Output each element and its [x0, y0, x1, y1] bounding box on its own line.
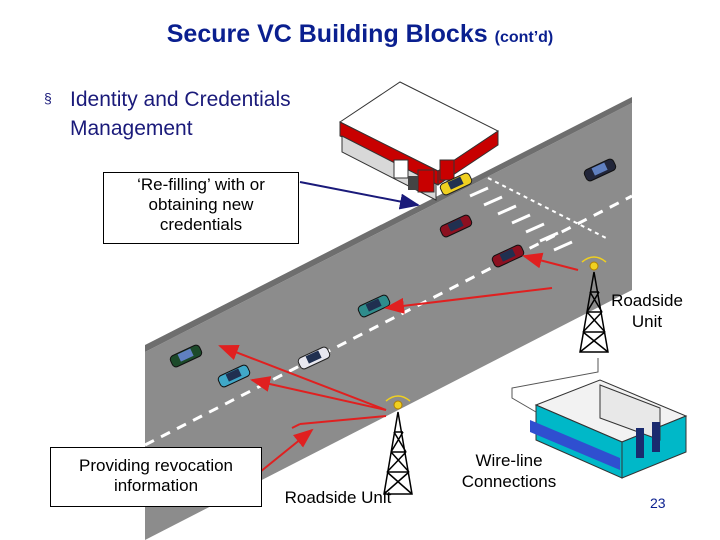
wire-line-1: Wire-line: [475, 451, 543, 470]
revoke-line-1: Providing revocation: [78, 456, 234, 475]
roadside-unit-label-bottom: Roadside Unit: [284, 488, 392, 507]
roadside-unit-tower-right: [579, 271, 609, 353]
roadside-unit-tower-bottom: [383, 411, 413, 495]
car-black-top: [583, 158, 617, 182]
crosswalk: [469, 177, 607, 252]
refill-line-3: credentials: [159, 215, 243, 234]
car-red-2: [491, 244, 525, 268]
slide-title: Secure VC Building Blocks (cont’d): [0, 20, 720, 49]
revoke-line-2: information: [113, 476, 199, 495]
car-teal: [357, 294, 391, 318]
car-green: [169, 344, 203, 368]
radio-links: [218, 252, 579, 473]
refill-callout: ‘Re-filling’ with or obtaining new crede…: [103, 172, 299, 244]
wire-line-2: Connections: [461, 472, 557, 491]
bullet-line-1: Identity and Credentials: [70, 88, 291, 111]
rsu-right-line-2: Unit: [631, 312, 663, 331]
revocation-callout: Providing revocation information: [50, 447, 262, 507]
antenna-icon-bottom: [385, 395, 411, 410]
office-building: [530, 379, 688, 479]
refill-line-2: obtaining new: [148, 195, 254, 214]
rsu-right-line-1: Roadside: [611, 291, 683, 310]
title-suffix: (cont’d): [494, 29, 554, 46]
bullet-line-2: Management: [70, 117, 193, 140]
refill-line-1: ‘Re-filling’ with or: [137, 175, 265, 194]
refill-arrow: [299, 181, 420, 210]
antenna-icon-right: [581, 256, 607, 271]
car-white: [297, 346, 331, 370]
car-cyan: [217, 364, 251, 388]
wire-line-label: Wire-line Connections: [444, 450, 574, 492]
gas-station: [339, 81, 499, 201]
bullet-marker: §: [44, 90, 52, 106]
car-yellow: [439, 172, 473, 196]
wire-line: [511, 358, 599, 413]
bullet-item: § Identity and Credentials Management: [44, 84, 291, 143]
page-number: 23: [650, 495, 666, 511]
car-red-1: [439, 214, 473, 238]
roadside-unit-label-right: Roadside Unit: [602, 290, 692, 332]
title-main: Secure VC Building Blocks: [166, 20, 488, 48]
